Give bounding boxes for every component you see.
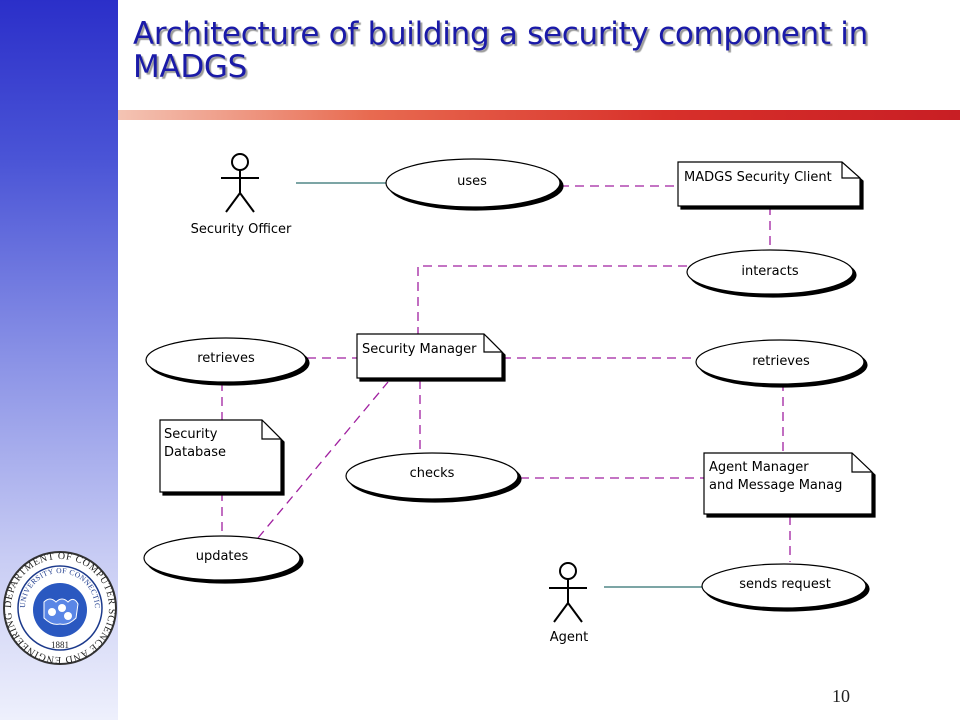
- agent-manager-label-line2: and Message Manag: [709, 478, 842, 493]
- updates-manager-link: [257, 381, 389, 539]
- uses-usecase: [385, 158, 561, 208]
- sends-request-label: sends request: [739, 577, 831, 592]
- checks-label: checks: [410, 466, 455, 481]
- interacts-label: interacts: [741, 264, 799, 279]
- page-number: 10: [832, 686, 850, 706]
- security-manager-note: [356, 333, 503, 379]
- university-seal-logo: DEPARTMENT OF COMPUTER SCIENCE AND ENGIN…: [2, 550, 117, 665]
- seal-year: 1881: [51, 640, 69, 650]
- agent-manager-label-line1: Agent Manager: [709, 460, 809, 475]
- security-database-label-line2: Database: [164, 445, 226, 460]
- security-officer-actor: [221, 153, 259, 213]
- security-database-note: [159, 419, 282, 493]
- sends-request-usecase: [701, 563, 867, 609]
- security-database-label-line1: Security: [164, 427, 218, 442]
- checks-usecase: [345, 452, 519, 500]
- security-manager-label: Security Manager: [362, 342, 477, 357]
- uses-label: uses: [457, 174, 487, 189]
- updates-usecase: [143, 535, 301, 581]
- security-client-label: MADGS Security Client: [684, 170, 832, 185]
- updates-label: updates: [196, 549, 249, 564]
- agent-label: Agent: [550, 630, 588, 645]
- interacts-manager-link: [417, 265, 687, 336]
- retrieves-right-label: retrieves: [752, 354, 810, 369]
- retrieves-left-label: retrieves: [197, 351, 255, 366]
- interacts-usecase: [686, 249, 854, 295]
- retrieves-right-usecase: [695, 339, 865, 385]
- security-client-note: [677, 161, 861, 207]
- title-underline-bar: [118, 110, 960, 120]
- agent-manager-note: [703, 452, 873, 515]
- agent-actor: [549, 562, 587, 623]
- slide-title: Architecture of building a security comp…: [133, 16, 868, 85]
- retrieves-left-usecase: [145, 337, 307, 383]
- security-officer-label: Security Officer: [191, 222, 292, 237]
